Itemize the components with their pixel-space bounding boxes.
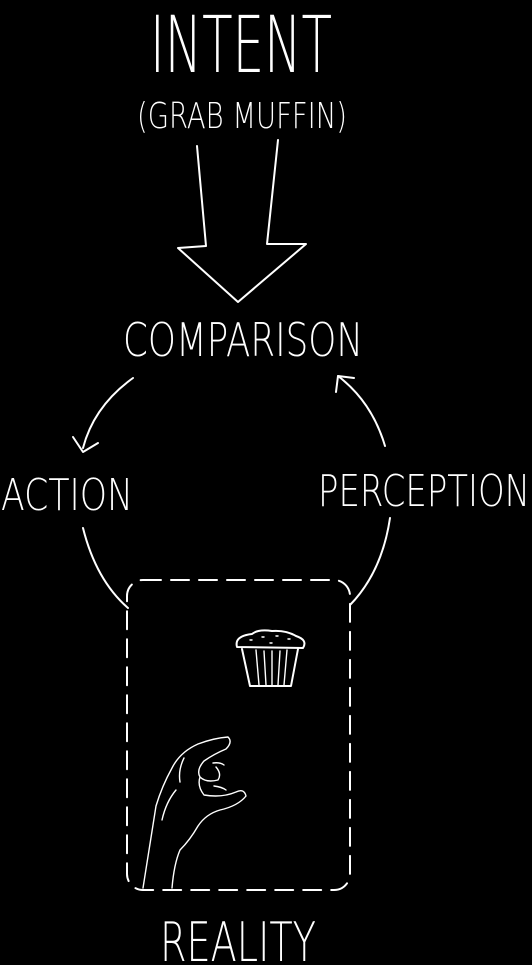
perception-label: PERCEPTION (318, 466, 530, 517)
action-label: ACTION (1, 470, 133, 521)
action-arrow-curve (82, 377, 134, 449)
reality-box (126, 579, 351, 891)
comparison-label: COMPARISON (123, 313, 363, 367)
muffin-icon (235, 629, 306, 687)
action-to-reality-curve (82, 527, 129, 609)
perception-arrow-head (335, 375, 355, 393)
action-arrow-head (72, 436, 99, 453)
intent-down-arrow (177, 139, 307, 303)
reality-to-perception-curve (349, 517, 391, 606)
reality-label: REALITY (160, 911, 316, 965)
intent-label: INTENT (150, 1, 332, 91)
hand-icon (142, 736, 247, 889)
intent-detail-label: (GRAB MUFFIN) (137, 96, 347, 137)
perception-arrow-curve (337, 375, 386, 447)
